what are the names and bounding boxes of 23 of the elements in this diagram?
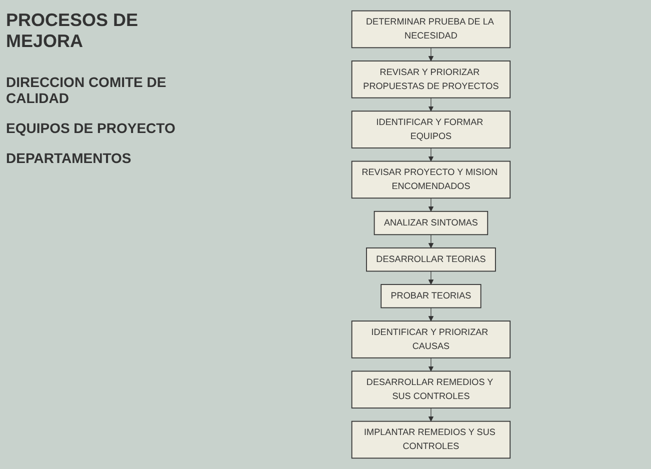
- arrow: [428, 148, 434, 162]
- column-heading: DEPARTAMENTOS: [6, 150, 132, 166]
- arrow: [428, 270, 434, 285]
- node-box: REVISAR PROYECTO Y MISION ENCOMENDADOS: [350, 160, 510, 199]
- node-box: ANALIZAR SINTOMAS: [373, 210, 488, 236]
- arrow: [428, 234, 434, 248]
- node-box: IMPLANTAR REMEDIOS Y SUS CONTROLES: [350, 420, 510, 459]
- node-box: REVISAR Y PRIORIZAR PROPUESTAS DE PROYECTOS: [350, 60, 510, 98]
- node-box: IDENTIFICAR Y FORMAR EQUIPOS: [350, 110, 510, 148]
- node-box: DESARROLLAR TEORIAS: [366, 247, 496, 272]
- arrow: [428, 198, 434, 212]
- node-box: IDENTIFICAR Y PRIORIZAR CAUSAS: [350, 320, 510, 358]
- column-heading: DIRECCION COMITE DE CALIDAD: [6, 74, 168, 106]
- node-box: DESARROLLAR REMEDIOS Y SUS CONTROLES: [350, 370, 510, 408]
- node-box: DETERMINAR PRUEBA DE LA NECESIDAD: [350, 10, 510, 48]
- diagram-title: PROCESOS DE MEJORA: [6, 10, 140, 52]
- node-box: PROBAR TEORIAS: [380, 284, 481, 308]
- arrow: [428, 47, 434, 62]
- arrow: [428, 358, 434, 372]
- arrow: [428, 98, 434, 112]
- arrow: [428, 307, 434, 322]
- arrow: [428, 408, 434, 422]
- column-heading: EQUIPOS DE PROYECTO: [6, 120, 176, 136]
